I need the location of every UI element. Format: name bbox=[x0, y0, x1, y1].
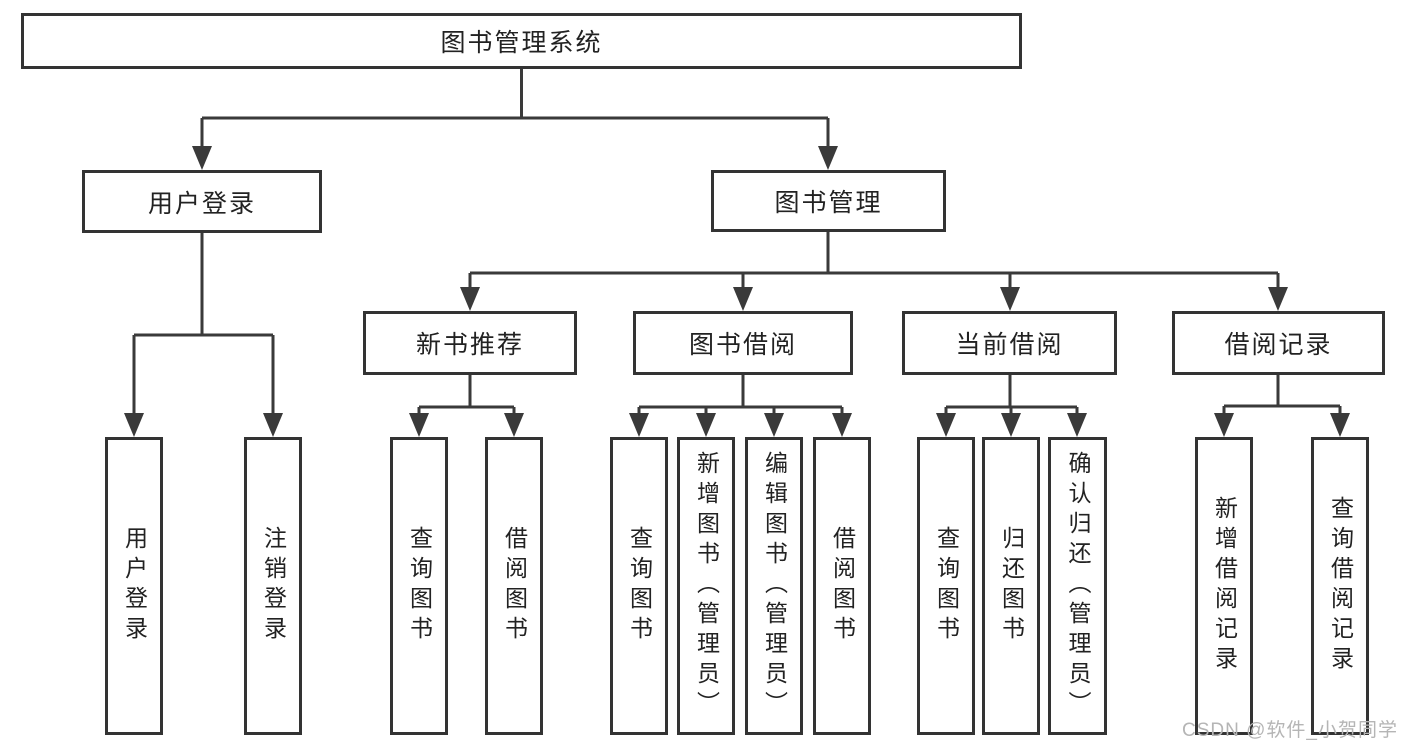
node-library-system-label: 图书管理系统 bbox=[440, 29, 603, 57]
leaf-bor-edit-books-admin: 编辑图书（管理员） bbox=[745, 437, 803, 735]
leaf-logout-label: 注销登录 bbox=[260, 526, 287, 646]
leaf-bor-borrow-books: 借阅图书 bbox=[813, 437, 871, 735]
leaf-cur-return-books: 归还图书 bbox=[982, 437, 1040, 735]
node-current-borrowing: 当前借阅 bbox=[902, 311, 1117, 375]
node-user-login: 用户登录 bbox=[82, 170, 322, 233]
leaf-bor-borrow-books-label: 借阅图书 bbox=[829, 526, 856, 646]
leaf-user-login-label: 用户登录 bbox=[121, 526, 148, 646]
leaf-cur-confirm-return-admin: 确认归还（管理员） bbox=[1048, 437, 1107, 735]
leaf-logout: 注销登录 bbox=[244, 437, 302, 735]
node-book-management-label: 图书管理 bbox=[774, 189, 883, 217]
leaf-cur-query-books: 查询图书 bbox=[917, 437, 975, 735]
node-book-borrowing-label: 图书借阅 bbox=[688, 331, 797, 359]
node-book-management: 图书管理 bbox=[711, 170, 946, 232]
leaf-query-borrow-record-label: 查询借阅记录 bbox=[1327, 496, 1354, 676]
node-borrow-records: 借阅记录 bbox=[1172, 311, 1385, 375]
leaf-rec-borrow-books-label: 借阅图书 bbox=[501, 526, 528, 646]
node-library-system: 图书管理系统 bbox=[21, 13, 1022, 69]
leaf-add-borrow-record-label: 新增借阅记录 bbox=[1211, 496, 1238, 676]
leaf-cur-confirm-return-admin-label: 确认归还（管理员） bbox=[1065, 451, 1091, 721]
csdn-watermark: CSDN @软件_小贺同学 bbox=[1182, 720, 1398, 741]
leaf-bor-query-books-label: 查询图书 bbox=[626, 526, 653, 646]
leaf-bor-add-books-admin-label: 新增图书（管理员） bbox=[693, 451, 720, 721]
node-user-login-label: 用户登录 bbox=[147, 189, 256, 218]
arrowheads bbox=[124, 146, 1350, 437]
node-borrow-records-label: 借阅记录 bbox=[1224, 331, 1333, 359]
leaf-user-login: 用户登录 bbox=[105, 437, 163, 735]
leaf-add-borrow-record: 新增借阅记录 bbox=[1195, 437, 1253, 735]
leaf-rec-query-books: 查询图书 bbox=[390, 437, 448, 735]
node-new-book-recommend-label: 新书推荐 bbox=[415, 331, 524, 359]
leaf-rec-query-books-label: 查询图书 bbox=[406, 526, 433, 646]
leaf-cur-return-books-label: 归还图书 bbox=[998, 526, 1025, 646]
leaf-bor-add-books-admin: 新增图书（管理员） bbox=[677, 437, 735, 735]
leaf-cur-query-books-label: 查询图书 bbox=[933, 526, 960, 646]
leaf-rec-borrow-books: 借阅图书 bbox=[485, 437, 543, 735]
leaf-bor-edit-books-admin-label: 编辑图书（管理员） bbox=[761, 451, 788, 721]
node-current-borrowing-label: 当前借阅 bbox=[955, 331, 1064, 359]
leaf-query-borrow-record: 查询借阅记录 bbox=[1311, 437, 1369, 735]
node-new-book-recommend: 新书推荐 bbox=[363, 311, 577, 375]
node-book-borrowing: 图书借阅 bbox=[633, 311, 853, 375]
leaf-bor-query-books: 查询图书 bbox=[610, 437, 668, 735]
